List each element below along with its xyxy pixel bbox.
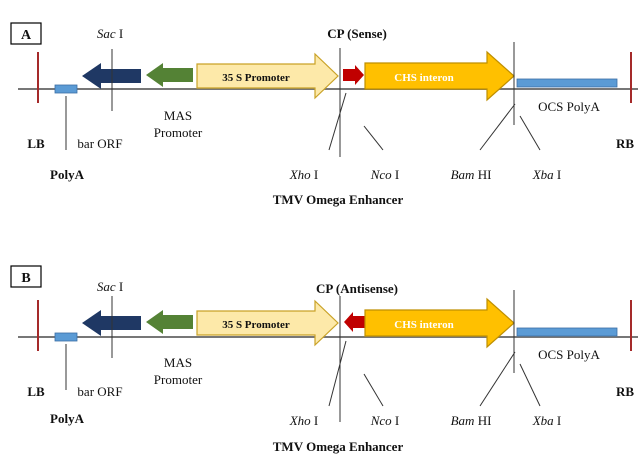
chs-interon-arrow <box>364 50 515 102</box>
xba-label: Xba I <box>532 167 562 182</box>
mas-promoter-arrow <box>146 310 193 334</box>
chs-interon-label: CHS interon <box>394 319 453 331</box>
nco-label: Nco I <box>370 413 400 428</box>
bam-pointer <box>479 351 516 407</box>
nco-pointer <box>363 373 384 407</box>
promoter-35s-arrow <box>196 299 339 347</box>
panel-label: A <box>21 28 32 43</box>
xho-pointer <box>328 92 347 151</box>
tmv-enhancer-label: TMV Omega Enhancer <box>273 439 404 454</box>
xho-label: Xho I <box>289 167 319 182</box>
lb-label: LB <box>27 384 45 399</box>
mas-label-line1: MAS <box>164 355 192 370</box>
polya-label: PolyA <box>50 167 85 182</box>
cp-label: CP (Sense) <box>327 26 387 41</box>
bam-label: Bam HI <box>451 167 492 182</box>
xho-label: Xho I <box>289 413 319 428</box>
mas-label-line1: MAS <box>164 108 192 123</box>
mas-promoter-arrow <box>146 63 193 87</box>
bar-orf-label: bar ORF <box>77 384 122 399</box>
xho-pointer <box>328 340 347 407</box>
ocs-polya-box <box>516 327 618 337</box>
nco-label: Nco I <box>370 167 400 182</box>
bar-orf-label: bar ORF <box>77 136 122 151</box>
rb-label: RB <box>616 136 634 151</box>
chs-interon-label: CHS interon <box>394 72 453 84</box>
xba-pointer <box>519 363 541 407</box>
lb-label: LB <box>27 136 45 151</box>
bam-label: Bam HI <box>451 413 492 428</box>
xba-label: Xba I <box>532 413 562 428</box>
cp-arrow <box>344 312 365 332</box>
panel-label: B <box>21 271 30 286</box>
tmv-enhancer-label: TMV Omega Enhancer <box>273 192 404 207</box>
polya-box <box>54 84 78 94</box>
ocs-polya-box <box>516 78 618 88</box>
ocs-polya-label: OCS PolyA <box>538 347 600 362</box>
nco-pointer <box>363 125 384 151</box>
mas-label-line2: Promoter <box>154 125 203 140</box>
panel-label-box <box>10 22 42 45</box>
sac-label: Sac I <box>97 279 123 294</box>
chs-interon-arrow <box>364 297 515 349</box>
promoter-35s-label: 35 S Promoter <box>222 72 290 84</box>
cp-label: CP (Antisense) <box>316 281 398 296</box>
mas-label-line2: Promoter <box>154 372 203 387</box>
ocs-polya-label: OCS PolyA <box>538 99 600 114</box>
polya-label: PolyA <box>50 411 85 426</box>
panel-a: A 35 S Promoter CHS interon CP (Sense) S… <box>10 22 638 207</box>
promoter-35s-arrow <box>196 52 339 100</box>
promoter-35s-label: 35 S Promoter <box>222 319 290 331</box>
rb-label: RB <box>616 384 634 399</box>
cp-arrow <box>343 65 364 85</box>
bam-pointer <box>479 103 516 151</box>
panel-label-box <box>10 265 42 288</box>
panel-b: B 35 S Promoter CHS interon CP (Antisens… <box>10 265 638 454</box>
polya-box <box>54 332 78 342</box>
sac-label: Sac I <box>97 26 123 41</box>
xba-pointer <box>519 115 541 151</box>
